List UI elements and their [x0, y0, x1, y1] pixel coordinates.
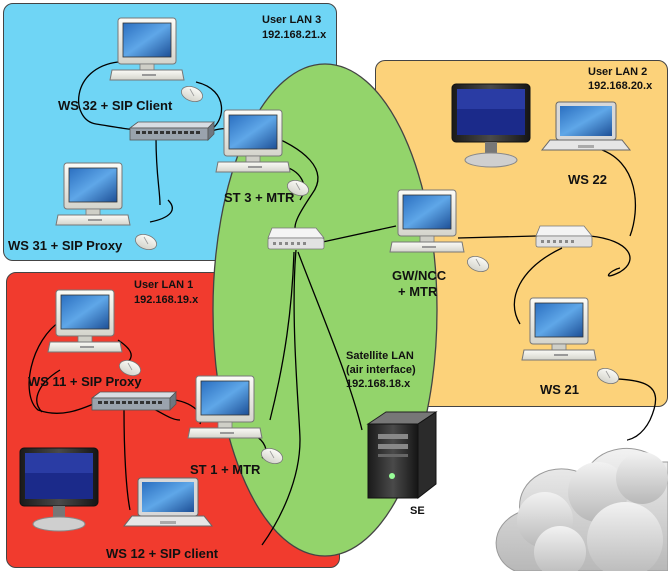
ws22-label: WS 22 — [568, 172, 608, 187]
lan2-subnet: 192.168.20.x — [588, 80, 653, 92]
lan2-title: User LAN 2 — [588, 66, 648, 78]
ws31-computer-icon — [55, 162, 131, 226]
ws12-laptop-icon — [123, 477, 213, 527]
st1-computer-icon — [187, 375, 263, 439]
st3-label: ST 3 + MTR — [224, 190, 295, 205]
ws31-label: WS 31 + SIP Proxy — [8, 238, 123, 253]
lan3-title: User LAN 3 — [262, 14, 322, 26]
ws32-label: WS 32 + SIP Client — [58, 98, 173, 113]
ws22-monitor-icon — [451, 83, 531, 168]
satellite-subtitle: (air interface) — [346, 364, 416, 376]
mouse-icon — [594, 365, 622, 387]
lan2-hub-icon — [535, 225, 593, 248]
satellite-title: Satellite LAN — [346, 350, 414, 362]
satellite-hub-icon — [267, 227, 325, 250]
ws32-computer-icon — [109, 17, 185, 81]
se-label: SE — [410, 505, 425, 517]
mouse-icon — [132, 231, 160, 253]
lan3-switch-icon — [129, 121, 215, 141]
st3-computer-icon — [215, 109, 291, 173]
gw-ncc-label: GW/NCC — [392, 268, 447, 283]
ws21-label: WS 21 — [540, 382, 580, 397]
ws11-label: WS 11 + SIP Proxy — [28, 374, 142, 389]
cloud-icon — [495, 448, 668, 571]
lan3-subnet: 192.168.21.x — [262, 29, 327, 41]
ws21-computer-icon — [521, 297, 597, 361]
gw-mtr-label: + MTR — [398, 284, 438, 299]
ws12-label: WS 12 + SIP client — [106, 546, 219, 561]
gw-ncc-computer-icon — [389, 189, 465, 253]
lan1-title: User LAN 1 — [134, 279, 194, 291]
st1-label: ST 1 + MTR — [190, 462, 261, 477]
se-server-icon — [366, 411, 438, 500]
ws12-monitor-icon — [19, 447, 99, 532]
ws11-computer-icon — [47, 289, 123, 353]
mouse-icon — [178, 83, 206, 105]
satellite-subnet: 192.168.18.x — [346, 378, 411, 390]
lan1-subnet: 192.168.19.x — [134, 294, 199, 306]
mouse-icon — [464, 253, 492, 275]
lan1-switch-icon — [91, 391, 177, 411]
ws22-laptop-icon — [541, 101, 631, 151]
